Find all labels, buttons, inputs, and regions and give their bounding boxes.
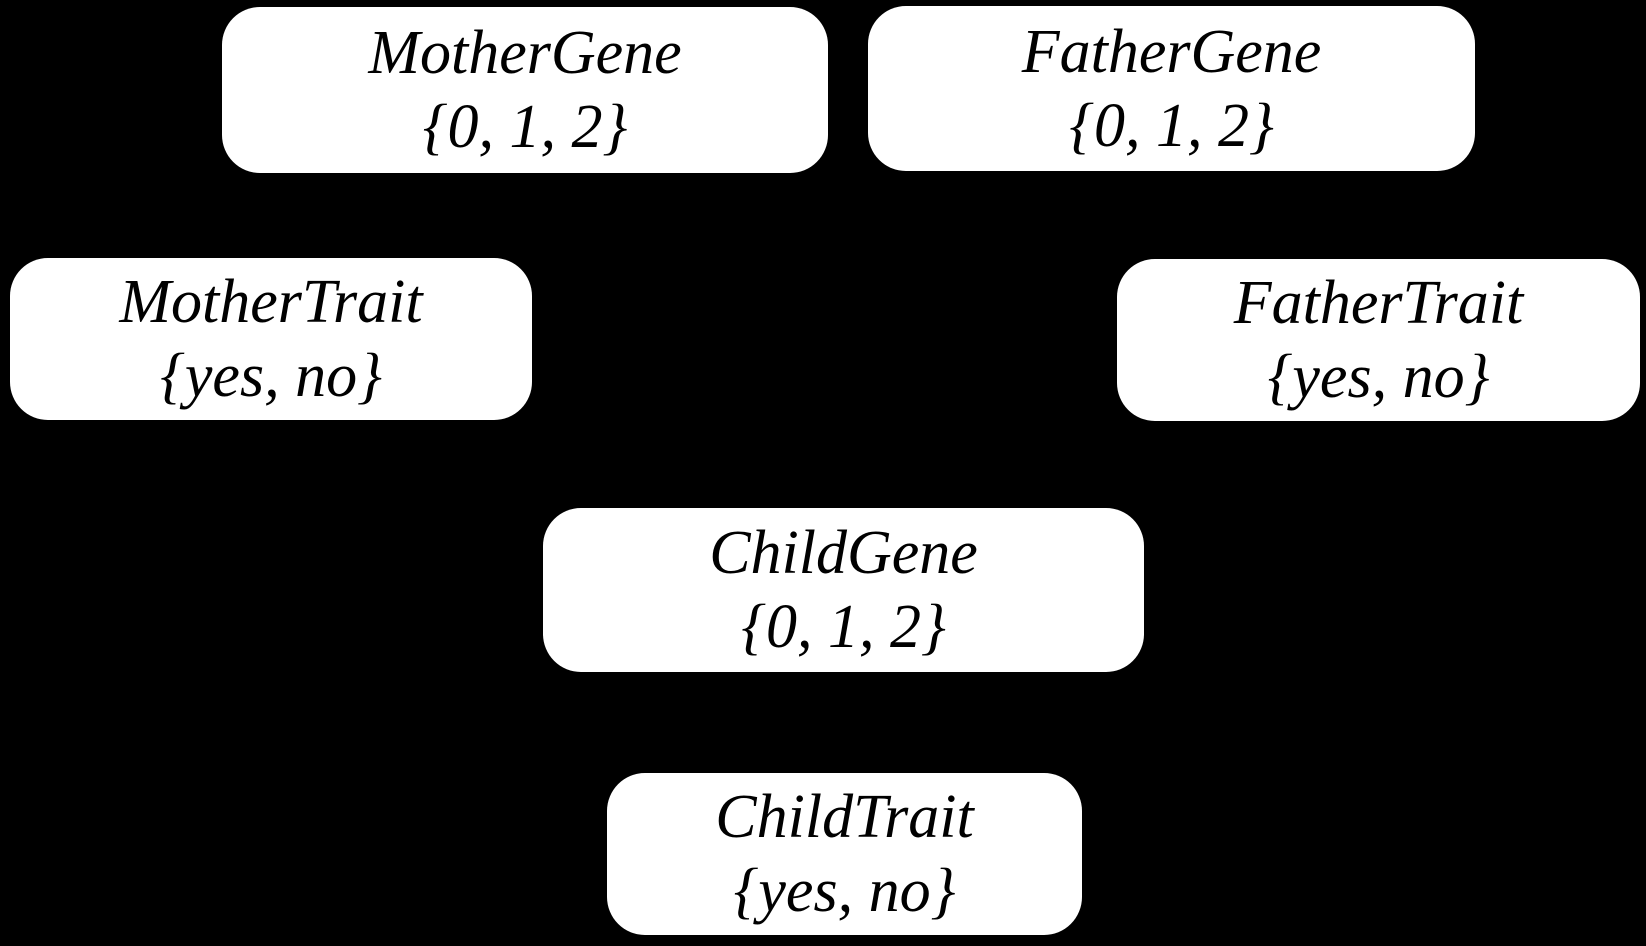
node-father-trait-label: FatherTrait bbox=[1233, 269, 1524, 337]
node-father-trait: FatherTrait {yes, no} bbox=[1117, 259, 1640, 421]
node-mother-trait: MotherTrait {yes, no} bbox=[10, 258, 532, 420]
node-father-trait-domain: {yes, no} bbox=[1267, 343, 1490, 411]
node-mother-gene: MotherGene {0, 1, 2} bbox=[222, 7, 828, 173]
node-child-trait-domain: {yes, no} bbox=[733, 857, 956, 925]
node-father-gene-domain: {0, 1, 2} bbox=[1069, 91, 1274, 160]
node-child-gene: ChildGene {0, 1, 2} bbox=[543, 508, 1144, 672]
node-father-gene: FatherGene {0, 1, 2} bbox=[868, 6, 1475, 171]
node-mother-gene-domain: {0, 1, 2} bbox=[422, 93, 628, 161]
node-child-trait: ChildTrait {yes, no} bbox=[607, 773, 1082, 935]
node-child-gene-label: ChildGene bbox=[709, 519, 978, 587]
node-father-gene-label: FatherGene bbox=[1021, 17, 1322, 86]
node-child-trait-label: ChildTrait bbox=[715, 783, 974, 851]
node-mother-trait-label: MotherTrait bbox=[119, 268, 423, 336]
node-child-gene-domain: {0, 1, 2} bbox=[741, 593, 946, 661]
node-mother-gene-label: MotherGene bbox=[368, 19, 682, 87]
node-mother-trait-domain: {yes, no} bbox=[160, 342, 382, 410]
